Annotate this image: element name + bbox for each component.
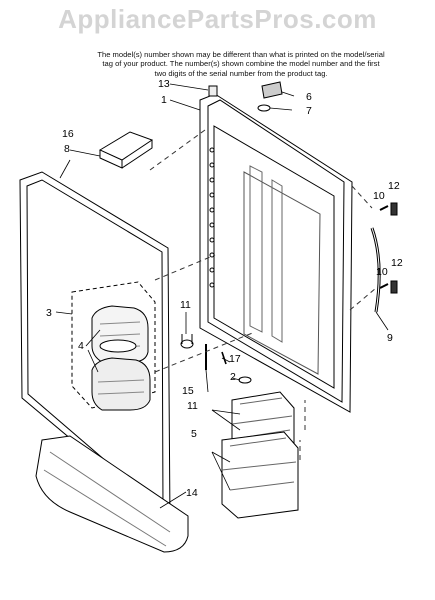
model-note: The model(s) number shown may be differe… (97, 50, 385, 78)
callout-7: 7 (306, 105, 312, 117)
callout-13: 13 (158, 78, 170, 90)
part-16-shelf-cover (98, 131, 154, 169)
part-2-washer (238, 376, 252, 384)
part-6-plate (261, 81, 283, 99)
callout-3: 3 (46, 307, 52, 319)
callout-1: 1 (161, 94, 167, 106)
part-1-door-liner (199, 93, 353, 413)
callout-17: 17 (229, 353, 241, 365)
part-8-door-gasket (19, 171, 171, 524)
callout-15: 15 (182, 385, 194, 397)
part-7-washer (257, 104, 271, 112)
callout-10-upper: 10 (373, 190, 385, 202)
callout-14: 14 (186, 487, 198, 499)
callout-11-upper: 11 (180, 299, 191, 311)
part-13-hinge-cap (208, 85, 218, 97)
part-14-bottom-shelf (35, 435, 189, 553)
callout-2: 2 (230, 371, 236, 383)
part-3-dashed-box (71, 281, 156, 409)
callout-8: 8 (64, 143, 70, 155)
part-17-pin (221, 351, 227, 365)
callout-6: 6 (306, 91, 312, 103)
callout-12-lower: 12 (391, 257, 403, 269)
callout-9: 9 (387, 332, 393, 344)
part-11-bushing (180, 339, 194, 349)
part-4-dairy-bin (91, 357, 151, 411)
callout-11-lower: 11 (187, 400, 198, 412)
part-12-cap-upper (390, 202, 398, 216)
part-5-door-bin (221, 431, 299, 519)
callout-5: 5 (191, 428, 197, 440)
part-10-screw-lower (379, 283, 389, 289)
callout-4: 4 (78, 340, 84, 352)
callout-16: 16 (62, 128, 74, 140)
part-10-screw-upper (379, 205, 389, 211)
watermark: AppliancePartsPros.com (58, 4, 377, 34)
callout-12-upper: 12 (388, 180, 400, 192)
callout-10-lower: 10 (376, 266, 388, 278)
part-12-cap-lower (390, 280, 398, 294)
part-4-dairy-door (91, 305, 149, 363)
